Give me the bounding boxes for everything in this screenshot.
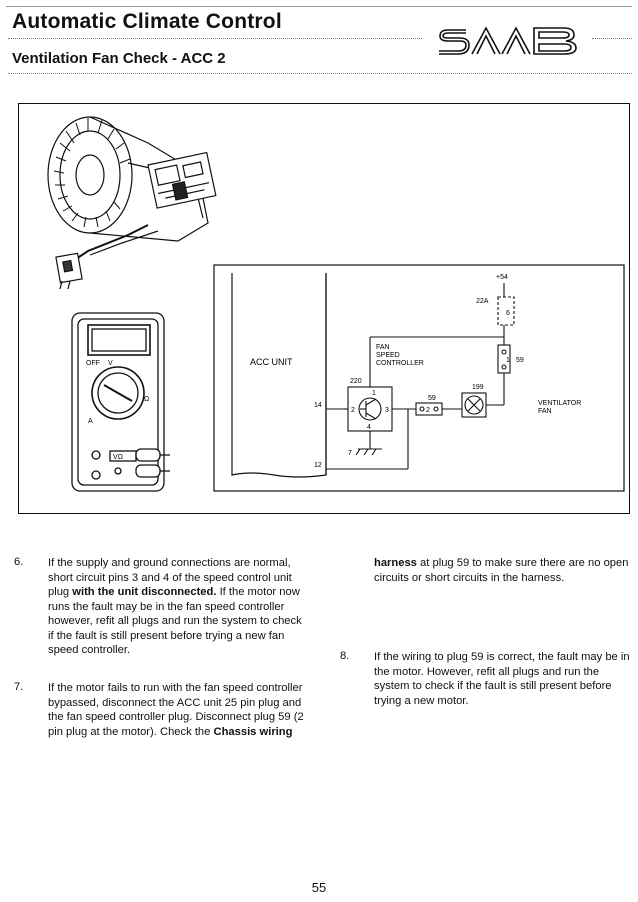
top-rule xyxy=(6,6,632,7)
acc-unit-box xyxy=(231,273,327,478)
step-text-segment: If the motor now runs the fault may be i… xyxy=(48,586,302,656)
fuse-number: 6 xyxy=(506,310,510,317)
step-7-text: If the motor fails to run with the fan s… xyxy=(48,682,304,738)
saab-logo xyxy=(439,26,577,55)
meter-v-label: V xyxy=(108,360,113,367)
acc-pin-14: 14 xyxy=(314,402,322,409)
plug-199-label: 199 xyxy=(472,384,484,391)
fuse-label: 22A xyxy=(476,298,489,305)
step-text-segment: If the wiring to plug 59 is correct, the… xyxy=(374,651,630,707)
step-7-text-continued: harness at plug 59 to make sure there ar… xyxy=(374,557,629,584)
fan-speed-controller-line1: FAN xyxy=(376,344,390,351)
schematic-wiring xyxy=(326,283,515,470)
supply-label: +54 xyxy=(496,274,508,281)
blower-fan-illustration xyxy=(47,116,217,290)
title-rule-right xyxy=(592,38,632,39)
step-6-text: If the supply and ground connections are… xyxy=(48,556,308,658)
fan-speed-controller-line2: SPEED xyxy=(376,352,400,359)
page-number: 55 xyxy=(311,880,327,895)
step-7-number: 7. xyxy=(14,681,24,693)
step-text-segment: If the supply and ground connections are… xyxy=(48,557,292,598)
page-title: Automatic Climate Control xyxy=(12,10,282,33)
ventilation-fan-diagram: OFF V Ω A VΩ ACC UNIT xyxy=(47,116,625,492)
ventilator-fan-line2: FAN xyxy=(538,408,552,415)
fan-speed-controller-line3: CONTROLLER xyxy=(376,360,424,367)
ground-pin-7: 7 xyxy=(348,450,352,457)
schematic-frame xyxy=(213,264,625,492)
meter-ohm-label: Ω xyxy=(144,396,149,403)
subtitle-rule xyxy=(8,73,632,74)
plug-220-label: 220 xyxy=(350,378,362,385)
meter-jack-label: VΩ xyxy=(113,454,123,461)
meter-a-label: A xyxy=(88,418,93,425)
meter-off-label: OFF xyxy=(86,360,100,367)
step-8-text: If the wiring to plug 59 is correct, the… xyxy=(374,650,632,708)
controller-pin-2: 2 xyxy=(351,407,355,414)
step-text-segment: with the unit disconnected. xyxy=(72,586,217,598)
controller-pin-3: 3 xyxy=(385,407,389,414)
controller-pin-1: 1 xyxy=(372,390,376,397)
plug-59-pin: 2 xyxy=(426,407,430,414)
connector-59-label: 59 xyxy=(516,357,524,364)
title-rule xyxy=(8,38,422,39)
acc-unit-label: ACC UNIT xyxy=(250,357,293,367)
controller-pin-4: 4 xyxy=(367,424,371,431)
step-8-number: 8. xyxy=(340,650,350,662)
ventilator-fan-line1: VENTILATOR xyxy=(538,400,581,407)
acc-pin-12: 12 xyxy=(314,462,322,469)
plug-59-label: 59 xyxy=(428,395,436,402)
figure-frame xyxy=(18,103,630,514)
step-6-number: 6. xyxy=(14,556,24,568)
connector-59-pin: 1 xyxy=(506,357,510,364)
section-subtitle: Ventilation Fan Check - ACC 2 xyxy=(12,50,226,67)
multimeter-illustration xyxy=(71,312,170,492)
